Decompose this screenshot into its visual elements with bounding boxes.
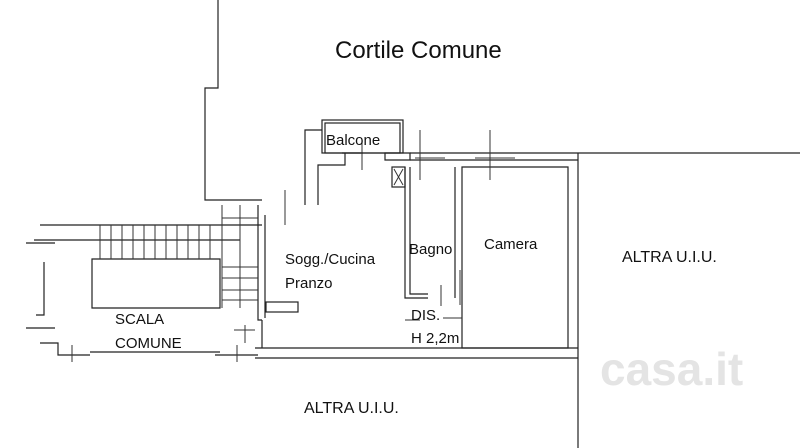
label-soggiorno-2: Pranzo [285, 275, 333, 292]
label-altra-bottom: ALTRA U.I.U. [304, 400, 399, 417]
watermark-text: casa.it [600, 343, 743, 395]
label-dis: DIS. [411, 307, 440, 324]
label-soggiorno-1: Sogg./Cucina [285, 251, 376, 268]
window-marks [71, 130, 515, 362]
labels: Cortile Comune Balcone Sogg./Cucina Pran… [115, 37, 717, 417]
label-height: H 2,2m [411, 330, 459, 347]
title-cortile: Cortile Comune [335, 37, 502, 64]
walls [26, 0, 800, 448]
label-altra-right: ALTRA U.I.U. [622, 249, 717, 266]
label-scala-2: COMUNE [115, 335, 182, 352]
watermark: casa.it [600, 343, 743, 395]
label-camera: Camera [484, 236, 538, 253]
label-bagno: Bagno [409, 241, 452, 258]
label-balcone: Balcone [326, 132, 380, 149]
stair-treads [99, 205, 258, 308]
label-scala-1: SCALA [115, 311, 164, 328]
